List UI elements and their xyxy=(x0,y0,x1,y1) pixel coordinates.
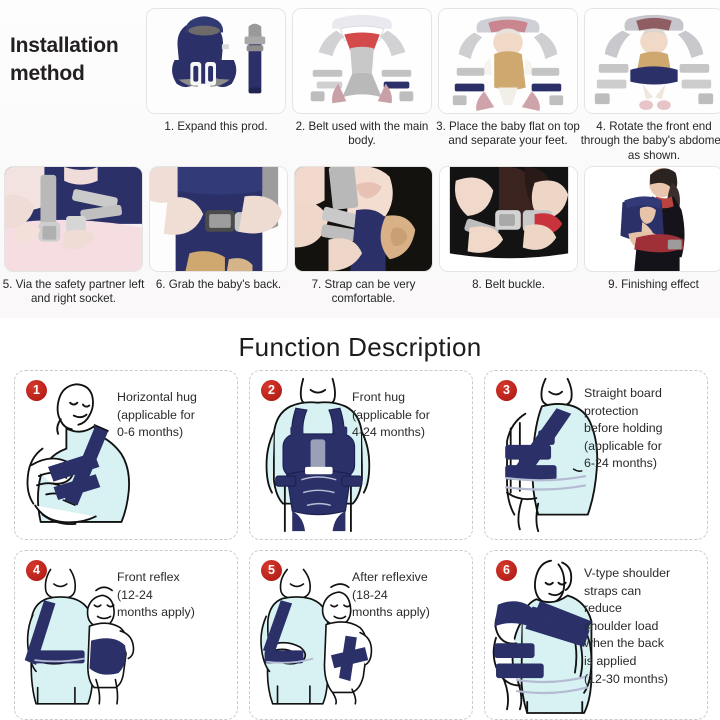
installation-step-3: 3. Place the baby flat on top and separa… xyxy=(436,8,580,163)
installation-steps-row-2: 5. Via the safety partner left and right… xyxy=(3,166,720,307)
function-card-after-reflexive[interactable]: 5 xyxy=(249,550,473,720)
function-description-section: Function Description 1 xyxy=(0,318,720,720)
carrier-opened-with-belt-photo xyxy=(292,8,432,114)
card-badge-3: 3 xyxy=(496,380,517,401)
hands-clipping-side-buckle-photo xyxy=(4,166,143,272)
step-number: 4. xyxy=(596,120,606,133)
function-card-5-text: After reflexive (18-24 months apply) xyxy=(352,570,430,620)
step-number: 2. xyxy=(295,120,306,133)
function-card-3-text: Straight board protection before holding… xyxy=(584,386,663,471)
step-text: Expand this prod. xyxy=(177,120,268,133)
step-number: 9. xyxy=(608,278,618,291)
card-badge-1: 1 xyxy=(26,380,47,401)
card-badge-4: 4 xyxy=(26,560,47,581)
installation-steps-row-1: 1. Expand this prod. xyxy=(146,8,720,163)
installation-step-9-caption: 9. Finishing effect xyxy=(580,278,720,292)
horizontal-hug-illustration xyxy=(15,371,153,539)
v-type-shoulder-illustration xyxy=(485,551,623,719)
function-card-front-hug[interactable]: 2 xyxy=(249,370,473,540)
shoulder-strap-adjust-photo xyxy=(294,166,433,272)
installation-step-7-caption: 7. Strap can be very comfortable. xyxy=(290,278,438,307)
installation-step-3-caption: 3. Place the baby flat on top and separa… xyxy=(434,120,582,149)
step-text: Via the safety partner left and right so… xyxy=(15,278,145,306)
step-number: 6. xyxy=(155,278,166,291)
step-text: Place the baby flat on top and separate … xyxy=(448,120,580,148)
step-number: 7. xyxy=(311,278,322,291)
function-card-front-reflex[interactable]: 4 xyxy=(14,550,238,720)
function-card-1-text: Horizontal hug (applicable for 0-6 month… xyxy=(117,390,197,440)
installation-method-section: Installation method xyxy=(0,0,720,318)
function-card-v-type-shoulder[interactable]: 6 xyxy=(484,550,708,720)
installation-step-1-caption: 1. Expand this prod. xyxy=(142,120,290,134)
installation-step-4: 4. Rotate the front end through the baby… xyxy=(581,8,720,163)
step-text: Belt used with the main body. xyxy=(308,120,429,148)
function-card-2-text: Front hug (applicable for 4-24 months) xyxy=(352,390,430,440)
step-text: Strap can be very comfortable. xyxy=(324,278,416,306)
installation-step-8-caption: 8. Belt buckle. xyxy=(435,278,583,292)
installation-step-5: 5. Via the safety partner left and right… xyxy=(3,166,144,307)
hands-on-carrier-back-photo xyxy=(149,166,288,272)
baby-lying-on-carrier-photo xyxy=(438,8,578,114)
carrier-flat-and-belt-photo xyxy=(146,8,286,114)
step-text: Finishing effect xyxy=(621,278,699,291)
installation-step-2-caption: 2. Belt used with the main body. xyxy=(288,120,436,149)
step-number: 8. xyxy=(472,278,482,291)
step-number: 5. xyxy=(2,278,13,291)
installation-step-7: 7. Strap can be very comfortable. xyxy=(294,166,433,307)
installation-step-6: 6. Grab the baby's back. xyxy=(149,166,288,307)
function-cards-grid: 1 xyxy=(14,370,708,720)
installation-step-9: 9. Finishing effect xyxy=(584,166,720,307)
function-card-6-text: V-type shoulder straps can reduce should… xyxy=(584,566,671,686)
front-hug-illustration xyxy=(250,371,388,539)
function-description-title: Function Description xyxy=(238,332,482,362)
installation-step-5-caption: 5. Via the safety partner left and right… xyxy=(0,278,148,307)
installation-method-title: Installation method xyxy=(10,34,119,85)
installation-step-6-caption: 6. Grab the baby's back. xyxy=(145,278,293,292)
step-text: Belt buckle. xyxy=(484,278,545,291)
installation-step-8: 8. Belt buckle. xyxy=(439,166,578,307)
installation-step-4-caption: 4. Rotate the front end through the baby… xyxy=(580,120,720,163)
woman-wearing-carrier-photo xyxy=(584,166,720,272)
card-badge-5: 5 xyxy=(261,560,282,581)
back-buckle-fastening-photo xyxy=(439,166,578,272)
carrier-front-rotated-over-baby-photo xyxy=(584,8,720,114)
after-reflexive-illustration xyxy=(250,551,388,719)
front-reflex-illustration xyxy=(15,551,153,719)
function-card-straight-board[interactable]: 3 xyxy=(484,370,708,540)
card-badge-6: 6 xyxy=(496,560,517,581)
step-number: 1. xyxy=(164,120,175,133)
straight-board-illustration xyxy=(485,371,623,539)
card-badge-2: 2 xyxy=(261,380,282,401)
step-text: Rotate the front end through the baby's … xyxy=(580,120,720,162)
step-number: 3. xyxy=(436,120,446,133)
function-card-4-text: Front reflex (12-24 months apply) xyxy=(117,570,195,620)
installation-step-2: 2. Belt used with the main body. xyxy=(292,8,432,163)
function-card-horizontal-hug[interactable]: 1 xyxy=(14,370,238,540)
step-text: Grab the baby's back. xyxy=(168,278,282,291)
installation-step-1: 1. Expand this prod. xyxy=(146,8,286,163)
